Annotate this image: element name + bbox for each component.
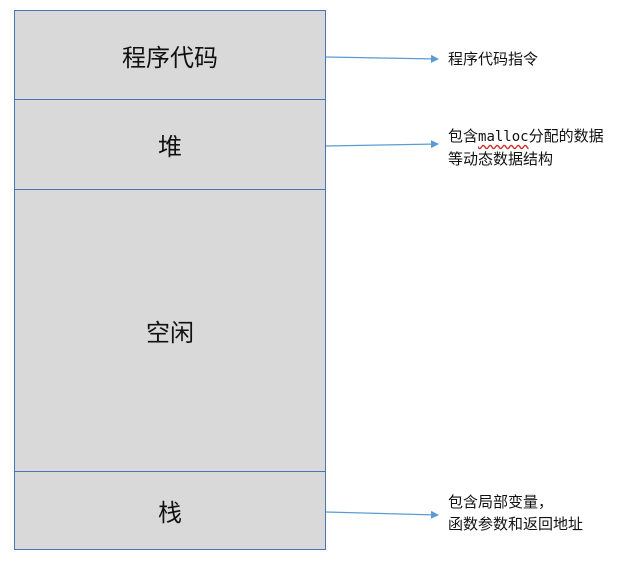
note-stack-line2: 函数参数和返回地址 — [448, 515, 584, 533]
note-heap-suffix: 分配的数据 — [528, 127, 604, 145]
note-stack: 包含局部变量， 函数参数和返回地址 — [448, 491, 583, 535]
arrow-code — [325, 54, 439, 63]
note-heap-keyword: malloc — [478, 129, 529, 145]
note-heap-line1: 包含malloc分配的数据 — [448, 125, 604, 148]
arrow-heap — [325, 140, 439, 149]
note-code: 程序代码指令 — [448, 48, 538, 70]
memory-layout-box: 程序代码 堆 空闲 栈 — [14, 10, 326, 550]
segment-heap: 堆 — [158, 133, 182, 161]
note-stack-line1: 包含局部变量， — [448, 493, 554, 511]
divider-free-stack — [15, 471, 325, 472]
divider-code-heap — [15, 99, 325, 100]
segment-code: 程序代码 — [122, 43, 218, 72]
segment-stack: 栈 — [158, 499, 182, 527]
note-heap: 包含malloc分配的数据 等动态数据结构 — [448, 125, 604, 170]
note-heap-prefix: 包含 — [448, 127, 479, 145]
segment-free: 空闲 — [146, 319, 194, 347]
arrow-stack — [325, 510, 439, 519]
note-heap-line2: 等动态数据结构 — [448, 150, 554, 168]
note-code-text: 程序代码指令 — [448, 50, 539, 68]
divider-heap-free — [15, 189, 325, 190]
